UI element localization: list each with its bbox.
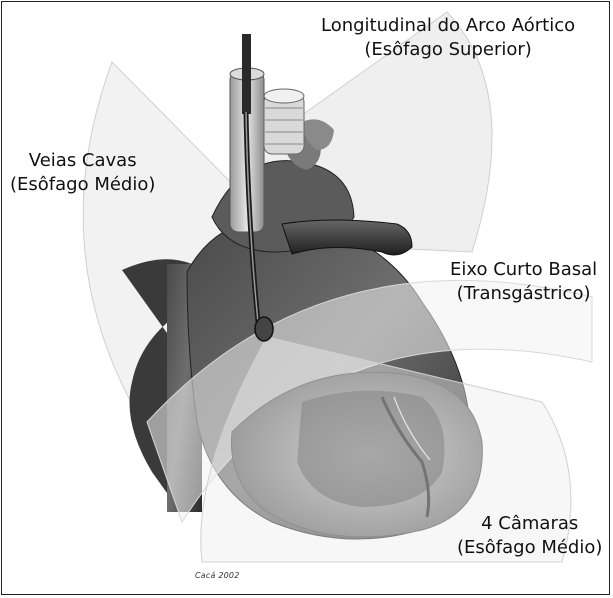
label-basal-short-axis-subtitle: (Transgástrico)	[450, 282, 597, 306]
label-caval-veins-title: Veias Cavas	[10, 149, 155, 173]
label-basal-short-axis: Eixo Curto Basal (Transgástrico)	[450, 258, 597, 306]
label-aortic-arch-title: Longitudinal do Arco Aórtico	[321, 14, 575, 38]
label-aortic-arch-subtitle: (Esôfago Superior)	[321, 38, 575, 62]
label-basal-short-axis-title: Eixo Curto Basal	[450, 258, 597, 282]
label-caval-veins-subtitle: (Esôfago Médio)	[10, 173, 155, 197]
label-caval-veins: Veias Cavas (Esôfago Médio)	[10, 149, 155, 197]
label-four-chamber: 4 Câmaras (Esôfago Médio)	[457, 512, 602, 560]
artist-credit: Cacá 2002	[195, 571, 240, 580]
label-four-chamber-subtitle: (Esôfago Médio)	[457, 536, 602, 560]
label-aortic-arch: Longitudinal do Arco Aórtico (Esôfago Su…	[321, 14, 575, 62]
trachea	[264, 89, 304, 154]
label-four-chamber-title: 4 Câmaras	[457, 512, 602, 536]
